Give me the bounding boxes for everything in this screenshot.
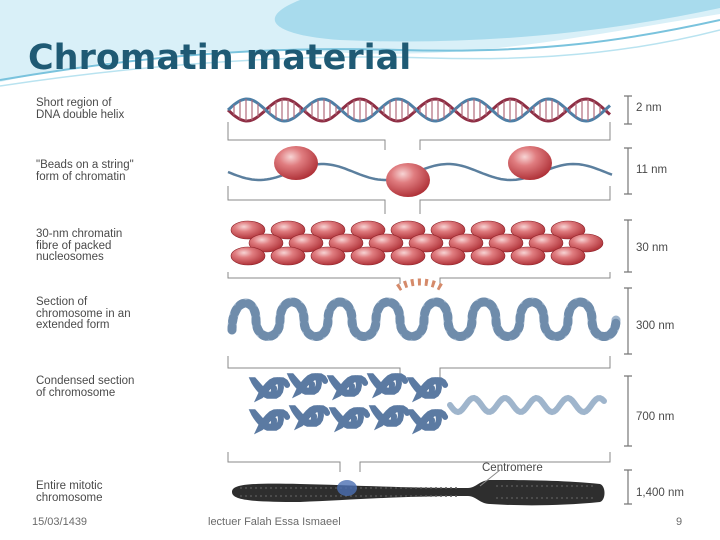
footer-date: 15/03/1439 — [32, 516, 88, 528]
footer-page-number: 9 — [676, 516, 683, 528]
scale-1400nm: 1,400 nm — [636, 487, 684, 499]
extended-chromosome-section — [227, 278, 621, 341]
beads-on-string — [227, 146, 613, 197]
header-swoosh — [0, 0, 720, 87]
footer-author: lectuer Falah Essa Ismaeel — [208, 516, 341, 528]
scale-2nm: 2 nm — [636, 102, 662, 114]
label-extended-section: Section of chromosome in an extended for… — [36, 296, 131, 331]
scale-300nm: 300 nm — [636, 320, 675, 332]
connector-lines — [227, 122, 611, 472]
mitotic-chromosome — [232, 469, 605, 506]
scale-30nm: 30 nm — [636, 242, 668, 254]
scale-brackets — [624, 95, 632, 505]
label-mitotic-chromosome: Entire mitotic chromosome — [36, 480, 103, 504]
scale-700nm: 700 nm — [636, 411, 675, 423]
label-condensed-section: Condensed section of chromosome — [36, 375, 135, 399]
centromere-label: Centromere — [482, 462, 543, 474]
label-beads-on-string: "Beads on a string" form of chromatin — [36, 159, 134, 183]
scale-11nm: 11 nm — [636, 164, 668, 176]
dna-double-helix — [226, 97, 612, 123]
slide-title: Chromatin material — [28, 38, 412, 78]
label-dna-helix: Short region of DNA double helix — [36, 97, 125, 121]
condensed-chromosome-section — [248, 373, 607, 435]
label-30nm-fibre: 30-nm chromatin fibre of packed nucleoso… — [36, 228, 123, 263]
chromatin-fibre-30nm — [230, 220, 604, 266]
